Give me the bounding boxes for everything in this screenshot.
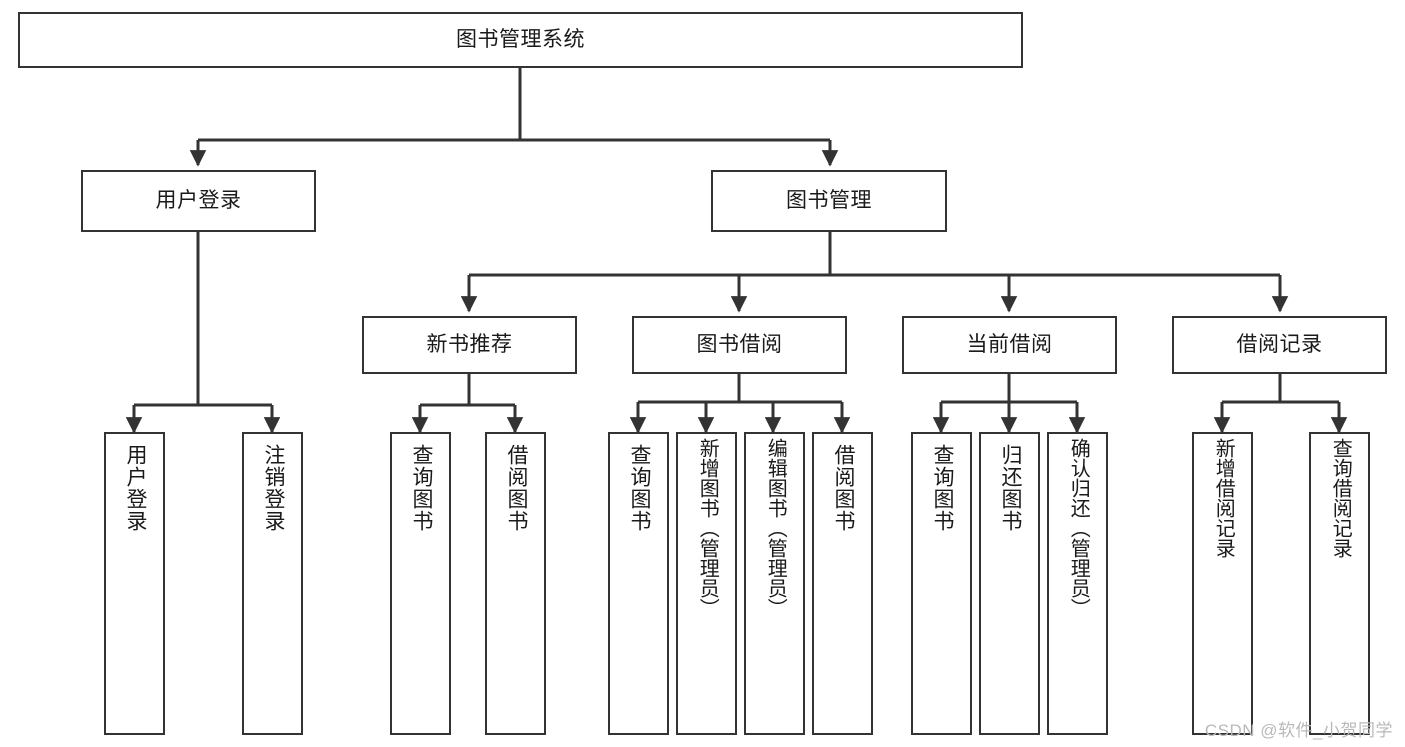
node-book-management[interactable]: 图书管理 [711,170,947,232]
node-label: 图书管理 [786,189,872,213]
node-label: 注销登录 [261,444,285,532]
leaf-query-books-recommendation[interactable]: 查询图书 [390,432,451,735]
node-label: 新增图书（管理员） [696,438,719,618]
node-label: 图书借阅 [696,333,783,357]
node-label: 编辑图书（管理员） [764,438,787,618]
leaf-edit-book-admin[interactable]: 编辑图书（管理员） [744,432,805,735]
node-borrowing-records[interactable]: 借阅记录 [1172,316,1387,374]
leaf-query-books-borrowing[interactable]: 查询图书 [608,432,669,735]
node-label: 借阅图书 [831,444,855,532]
node-root-book-management-system[interactable]: 图书管理系统 [18,12,1023,68]
node-label: 用户登录 [155,189,242,213]
node-label: 新增借阅记录 [1212,438,1235,558]
node-book-borrowing[interactable]: 图书借阅 [632,316,847,374]
node-label: 确认归还（管理员） [1067,438,1090,618]
leaf-add-borrow-record[interactable]: 新增借阅记录 [1192,432,1253,735]
node-label: 用户登录 [123,444,147,532]
node-label: 借阅图书 [504,444,528,532]
node-label: 新书推荐 [426,333,513,357]
csdn-watermark: CSDN @软件_小贺同学 [1204,721,1393,740]
node-label: 查询借阅记录 [1329,438,1352,558]
leaf-confirm-return-admin[interactable]: 确认归还（管理员） [1047,432,1108,735]
node-label: 查询图书 [409,444,433,532]
leaf-query-books-current[interactable]: 查询图书 [911,432,972,735]
leaf-borrow-books-borrowing[interactable]: 借阅图书 [812,432,873,735]
node-label: 借阅记录 [1236,333,1323,357]
node-user-login[interactable]: 用户登录 [81,170,316,232]
leaf-return-books[interactable]: 归还图书 [979,432,1040,735]
node-new-book-recommendation[interactable]: 新书推荐 [362,316,577,374]
node-label: 归还图书 [998,444,1022,532]
node-label: 查询图书 [627,444,651,532]
leaf-user-login[interactable]: 用户登录 [104,432,165,735]
node-label: 图书管理系统 [456,28,585,52]
leaf-borrow-books-recommendation[interactable]: 借阅图书 [485,432,546,735]
leaf-add-book-admin[interactable]: 新增图书（管理员） [676,432,737,735]
node-label: 当前借阅 [966,333,1053,357]
node-current-borrowing[interactable]: 当前借阅 [902,316,1117,374]
node-label: 查询图书 [930,444,954,532]
leaf-query-borrow-record[interactable]: 查询借阅记录 [1309,432,1370,735]
leaf-logout[interactable]: 注销登录 [242,432,303,735]
